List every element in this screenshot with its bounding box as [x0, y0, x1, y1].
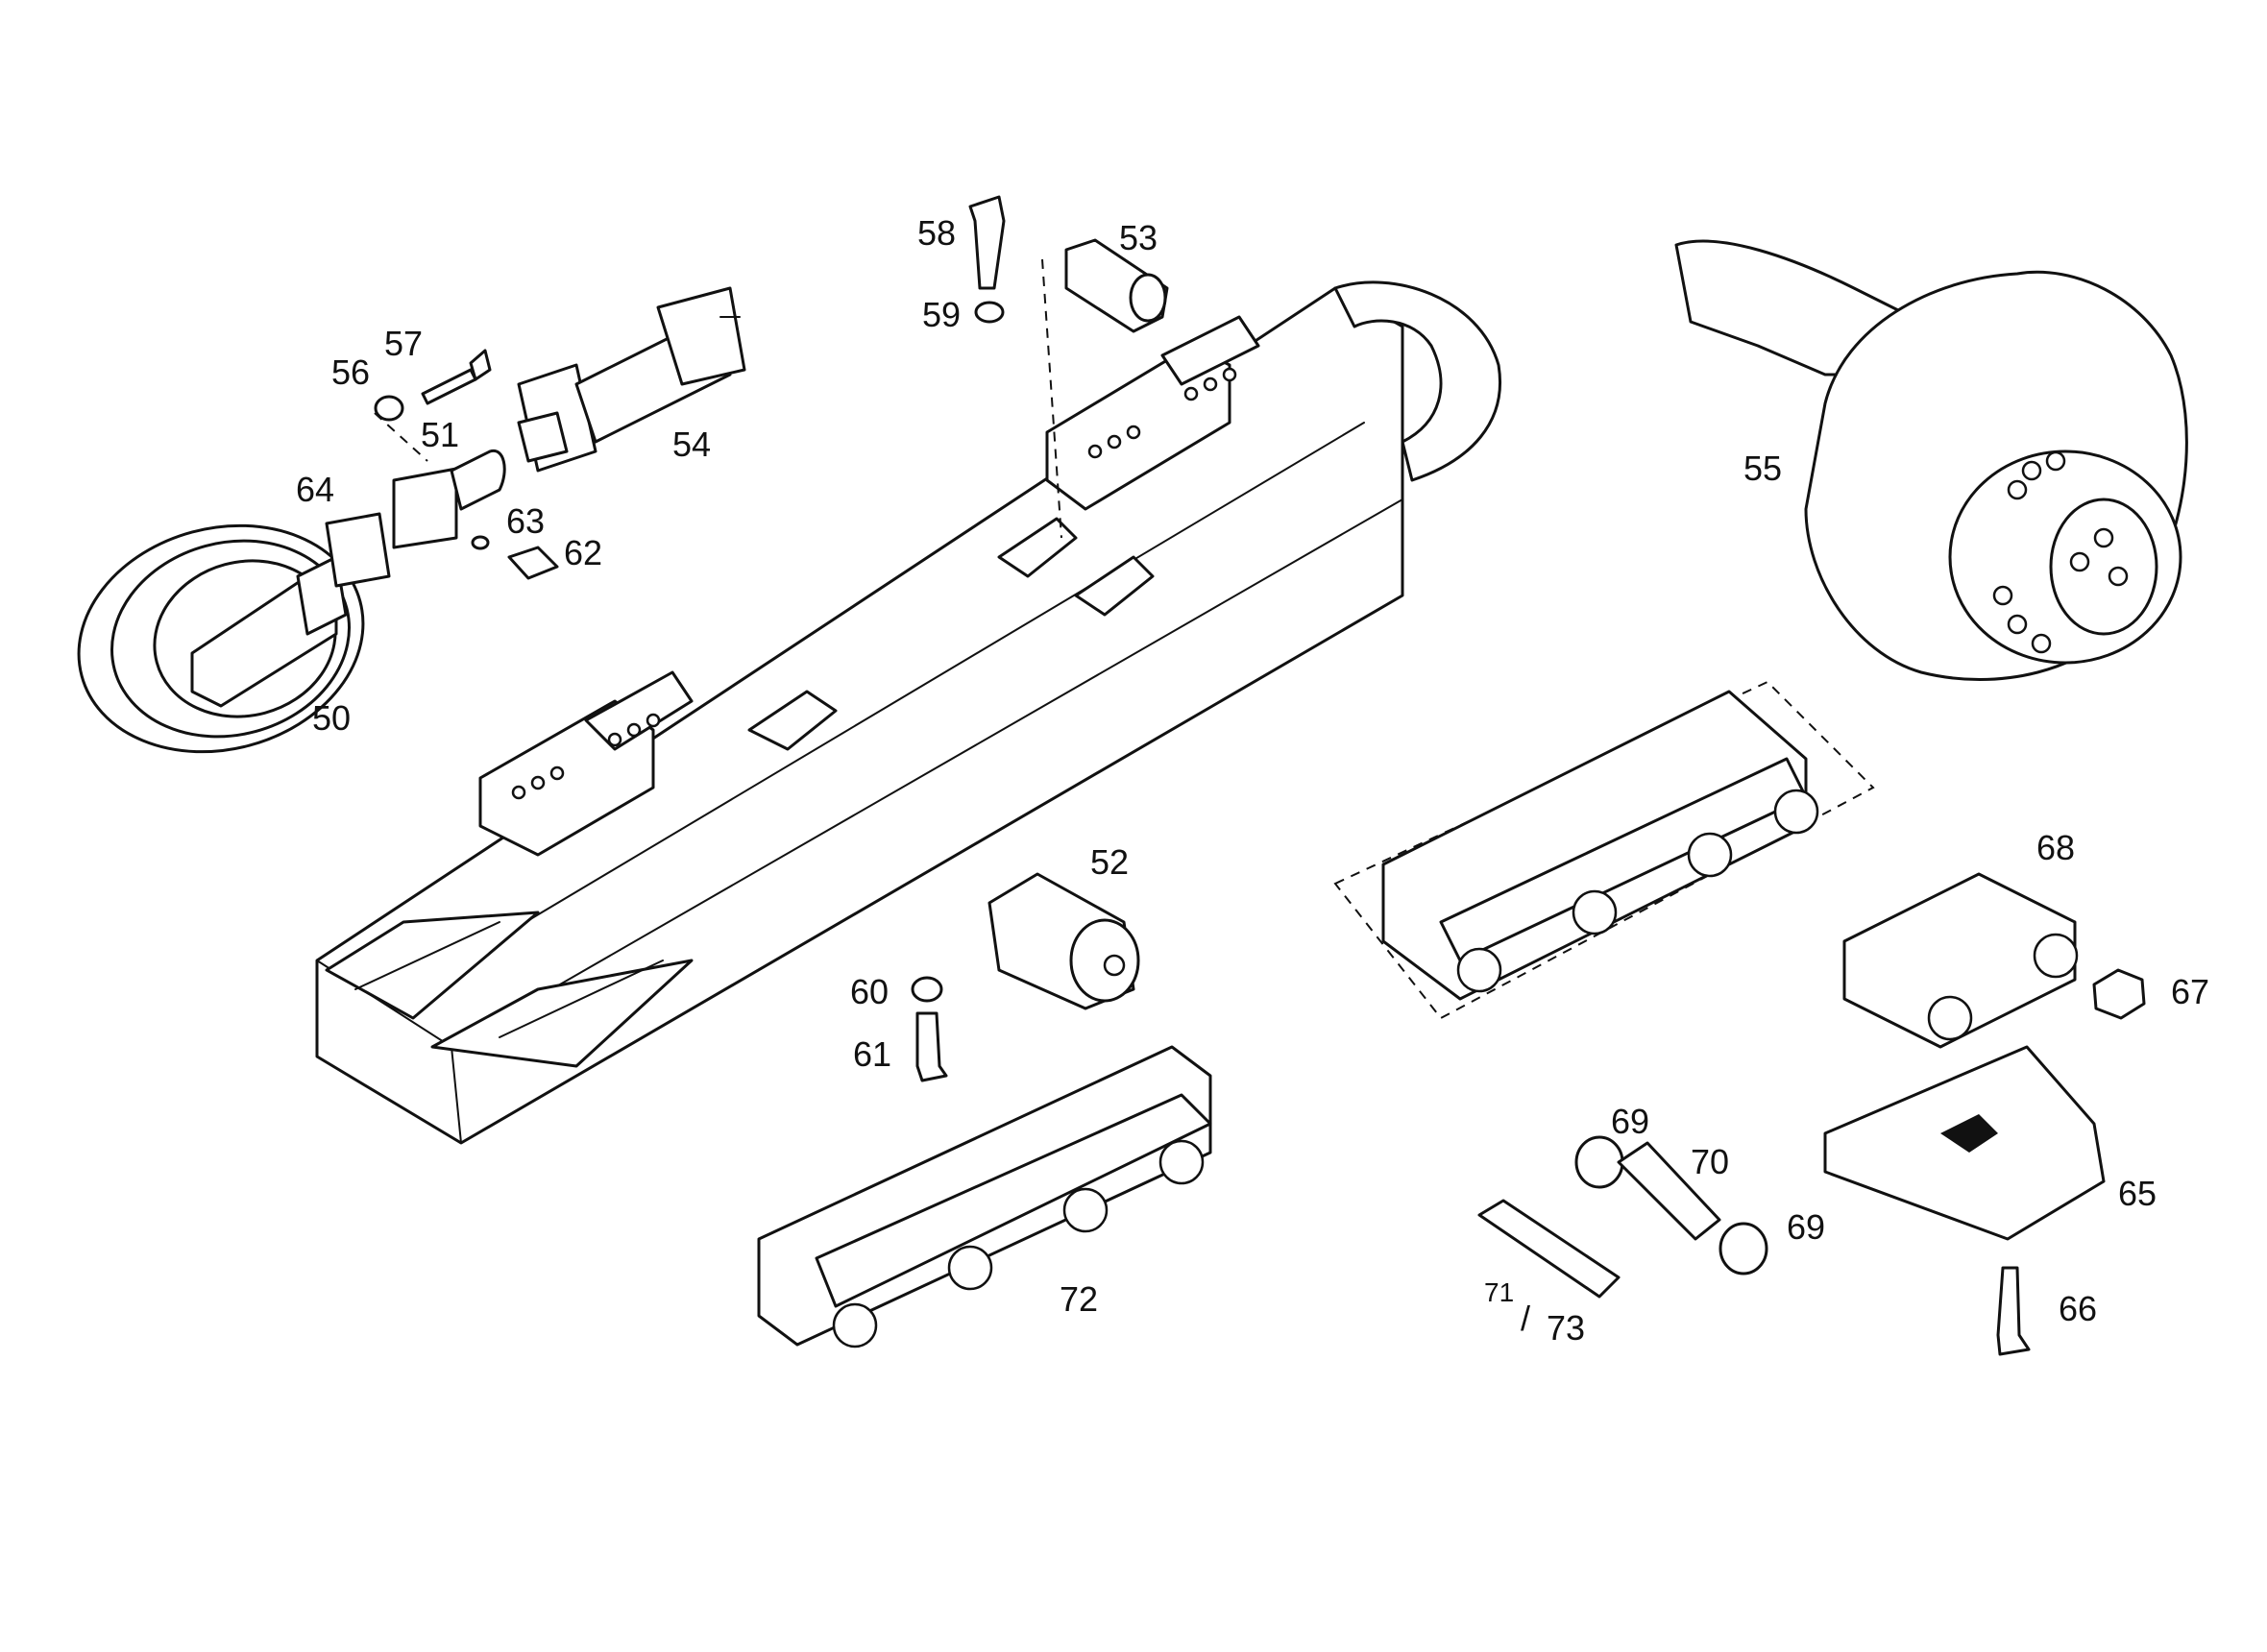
track-roller: [987, 872, 1140, 1010]
label-69-top: 69: [1611, 1102, 1649, 1141]
label-56: 56: [331, 352, 370, 392]
label-73: 73: [1547, 1308, 1585, 1348]
label-64: 64: [296, 470, 334, 509]
label-59: 59: [922, 295, 961, 334]
leader-line: [1041, 258, 1062, 539]
label-53: 53: [1119, 218, 1158, 257]
track-frame: [315, 280, 1501, 1145]
label-65: 65: [2118, 1174, 2157, 1213]
label-67: 67: [2171, 972, 2209, 1011]
shoe-bolt-66: [1996, 1266, 2031, 1356]
track-chain-assembly: [1333, 680, 1875, 1020]
o-ring: [471, 535, 490, 550]
label-58: 58: [917, 213, 956, 253]
label-61: 61: [853, 1034, 891, 1074]
track-link-68: [1842, 872, 2079, 1049]
bolt-61: [915, 1011, 948, 1082]
label-55: 55: [1743, 449, 1782, 488]
label-60: 60: [850, 972, 889, 1011]
label-51: 51: [421, 415, 459, 454]
label-70: 70: [1691, 1142, 1729, 1181]
washer-60: [911, 976, 943, 1003]
label-62: 62: [564, 533, 602, 572]
label-54: 54: [672, 425, 711, 464]
track-pin: [1477, 1199, 1621, 1299]
bushing-70: [1617, 1141, 1721, 1241]
label-57: 57: [384, 324, 423, 363]
label-50: 50: [312, 698, 351, 738]
idler-wheel: [77, 523, 365, 754]
bolt-58: [968, 195, 1006, 290]
label-72: 72: [1060, 1279, 1098, 1319]
label-63: 63: [506, 501, 545, 541]
seal-69-left: [1574, 1135, 1624, 1189]
leader-line: [374, 412, 428, 462]
washer-59: [974, 301, 1005, 324]
grease-fitting: [507, 546, 559, 580]
cover-plate: [325, 512, 391, 588]
seal-69-right: [1719, 1222, 1768, 1275]
label-71-73-separator: /: [1521, 1299, 1530, 1338]
recoil-cylinder: [517, 286, 746, 473]
washer: [374, 395, 404, 422]
track-shoe: [1823, 1045, 2106, 1241]
label-68: 68: [2036, 828, 2075, 867]
label-66: 66: [2059, 1289, 2097, 1328]
label-52: 52: [1090, 842, 1129, 882]
final-drive-sprocket: [1674, 239, 2188, 681]
label-69-bottom: 69: [1787, 1207, 1825, 1247]
tensioner-piston: [392, 449, 506, 549]
bolt: [421, 368, 477, 405]
label-71: 71: [1484, 1277, 1514, 1307]
nut-67: [2092, 968, 2146, 1020]
track-chain-72: [757, 1045, 1212, 1348]
carrier-roller: [1064, 238, 1169, 333]
